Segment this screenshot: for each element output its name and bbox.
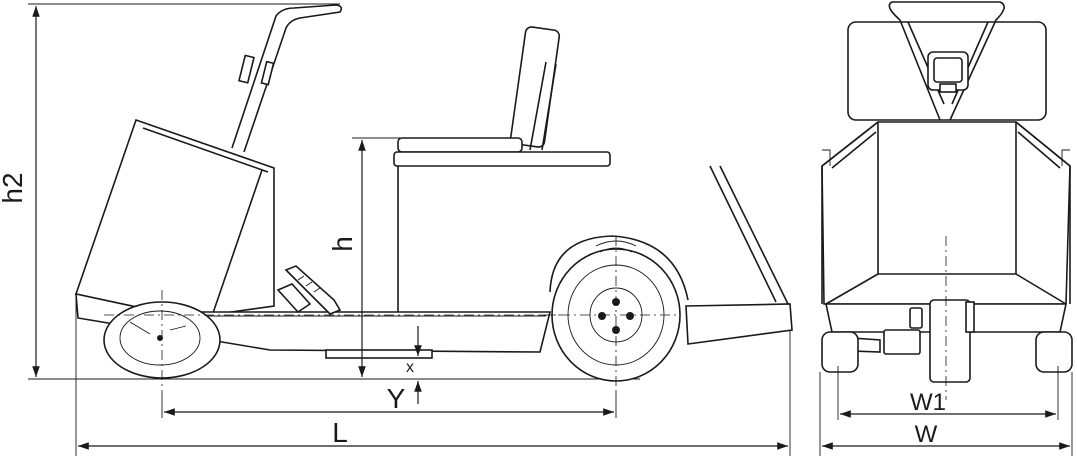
w-label: W xyxy=(915,421,938,448)
x-label: x xyxy=(406,359,414,376)
right-wheel-front-view xyxy=(1035,331,1073,373)
h2-label: h2 xyxy=(0,172,28,203)
tiller-handle xyxy=(231,4,343,153)
h-label: h xyxy=(327,236,358,252)
body-front xyxy=(821,121,1071,305)
seat-back xyxy=(509,26,561,151)
pedals xyxy=(276,265,342,315)
side-view: h2 h x Y L xyxy=(0,3,793,456)
front-view: W1 W xyxy=(819,1,1073,456)
l-label: L xyxy=(332,417,348,448)
underside-front xyxy=(823,299,1067,383)
left-wheel-front-view xyxy=(821,331,859,373)
w1-label: W1 xyxy=(910,389,946,416)
tiller-handle-front xyxy=(888,1,1005,121)
y-label: Y xyxy=(387,383,406,414)
